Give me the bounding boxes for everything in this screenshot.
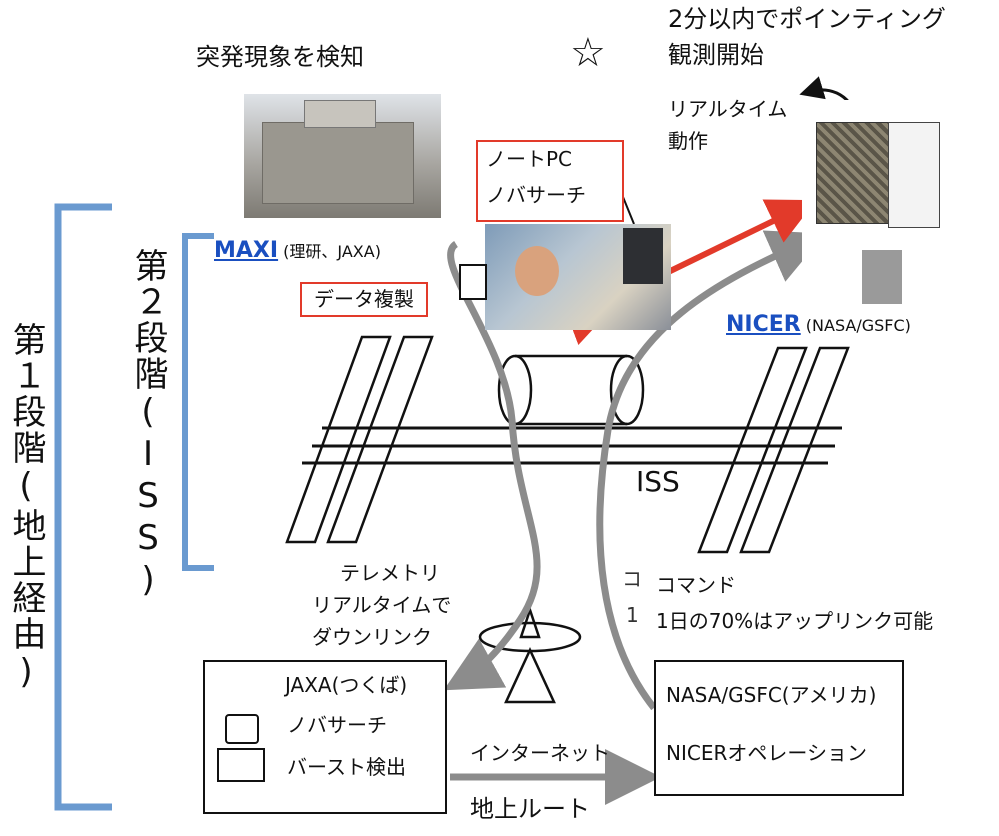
pointing-label-line1: 2分以内でポインティング	[668, 5, 946, 33]
iss-truss	[302, 426, 842, 465]
maxi-org: (理研、JAXA)	[278, 242, 381, 261]
nasa-item-nicer-operations: NICERオペレーション	[666, 741, 867, 765]
command-callout: コマンド 1日の70%はアップリンク可能	[644, 570, 990, 648]
hidden-command-2: 1	[626, 603, 639, 627]
maxi-link[interactable]: MAXI	[214, 238, 279, 263]
monitor-small-icon	[225, 714, 259, 744]
laptop-label-line1: ノートPC	[486, 147, 573, 171]
nasa-title: NASA/GSFC(アメリカ)	[666, 683, 877, 707]
stage2-bracket	[182, 233, 214, 571]
command-label-line1: コマンド	[656, 573, 736, 597]
nasa-box: NASA/GSFC(アメリカ) NICERオペレーション	[654, 660, 904, 796]
iss-label: ISS	[636, 465, 680, 498]
iss-right-panels	[697, 346, 850, 554]
pointing-label-line2: 観測開始	[668, 41, 764, 69]
telemetry-label-line3: ダウンリンク	[312, 625, 432, 649]
maxi-photo	[244, 94, 441, 218]
nicer-photo	[802, 100, 950, 306]
realtime-label-line2: 動作	[668, 129, 708, 153]
nicer-label: NICER (NASA/GSFC)	[726, 312, 911, 337]
nicer-link[interactable]: NICER	[726, 312, 801, 337]
command-uplink-arrow	[596, 230, 826, 711]
iss-left-panels	[285, 335, 434, 544]
command-label-line2: 1日の70%はアップリンク可能	[656, 609, 934, 633]
pointing-command-arrow	[658, 199, 817, 279]
telemetry-label-line2: リアルタイムで	[312, 593, 452, 617]
maxi-label: MAXI (理研、JAXA)	[214, 238, 381, 263]
hidden-command-1: コ	[622, 567, 642, 591]
stage1-bracket	[54, 203, 112, 811]
realtime-label-line1: リアルタイム	[668, 97, 788, 121]
data-copy-box: データ複製	[300, 282, 428, 317]
laptop-label-line2: ノバサーチ	[486, 183, 586, 207]
detect-label: 突発現象を検知	[196, 43, 364, 71]
jaxa-item-novasearch: ノバサーチ	[287, 713, 387, 737]
jaxa-box: JAXA(つくば) ノバサーチ バースト検出	[203, 660, 447, 814]
telemetry-label-line1: テレメトリ	[340, 561, 440, 585]
stage2-label: 第２段階(ISS)	[128, 248, 168, 602]
connector-box	[459, 264, 487, 300]
jaxa-title: JAXA(つくば)	[285, 673, 408, 697]
nicer-org: (NASA/GSFC)	[800, 316, 911, 335]
star-icon: ☆	[570, 30, 606, 76]
astronaut-photo	[485, 224, 671, 330]
ground-route-label: 地上ルート	[470, 795, 590, 823]
stage1-label: 第１段階(地上経由)	[6, 322, 46, 694]
laptop-box: ノートPC ノバサーチ	[476, 140, 624, 222]
ground-antenna	[478, 606, 582, 704]
jaxa-item-burst-detection: バースト検出	[287, 755, 406, 779]
monitor-large-icon	[217, 748, 265, 782]
internet-label: インターネット	[470, 741, 610, 765]
